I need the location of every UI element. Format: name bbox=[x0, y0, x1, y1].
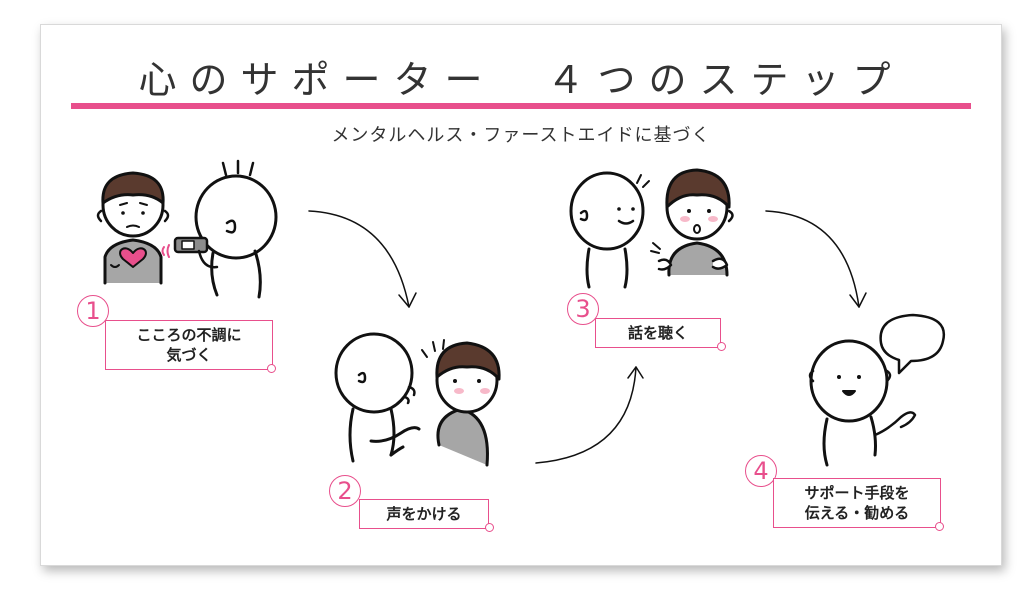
arrow-1-to-2 bbox=[308, 210, 410, 308]
step-4-number: 4 bbox=[745, 455, 777, 487]
arrowhead-1 bbox=[398, 292, 417, 308]
speech-bubble-icon bbox=[879, 313, 946, 375]
arrow-2-to-3 bbox=[535, 366, 637, 464]
scene-listen bbox=[569, 168, 734, 289]
step-1-number: 1 bbox=[77, 295, 109, 327]
step-2-number: 2 bbox=[329, 475, 361, 507]
page-title: 心のサポーター ４つのステップ bbox=[138, 58, 904, 102]
title-underline bbox=[71, 103, 971, 109]
arrow-3-to-4 bbox=[765, 210, 860, 308]
step-3-label-dot bbox=[717, 342, 726, 351]
scene-notice bbox=[96, 159, 278, 299]
step-1-label: こころの不調に 気づく bbox=[105, 320, 273, 370]
step-3-label: 話を聴く bbox=[595, 318, 721, 348]
scene-speak bbox=[334, 332, 501, 467]
step-4-label-dot bbox=[935, 522, 944, 531]
flow-arrows bbox=[308, 210, 867, 464]
scene-support bbox=[808, 313, 946, 467]
arrowhead-3 bbox=[849, 292, 867, 308]
step-3-number: 3 bbox=[567, 293, 599, 325]
illustration bbox=[96, 159, 946, 467]
page-subtitle: メンタルヘルス・ファーストエイドに基づく bbox=[331, 125, 711, 146]
slide: 心のサポーター ４つのステップ メンタルヘルス・ファーストエイドに基づく bbox=[40, 24, 1002, 566]
step-2-label-dot bbox=[485, 523, 494, 532]
step-2-label: 声をかける bbox=[359, 499, 489, 529]
step-4-label: サポート手段を 伝える・勧める bbox=[773, 478, 941, 528]
arrowhead-2 bbox=[627, 366, 644, 379]
heart-icon bbox=[119, 247, 147, 268]
step-1-label-dot bbox=[267, 364, 276, 373]
